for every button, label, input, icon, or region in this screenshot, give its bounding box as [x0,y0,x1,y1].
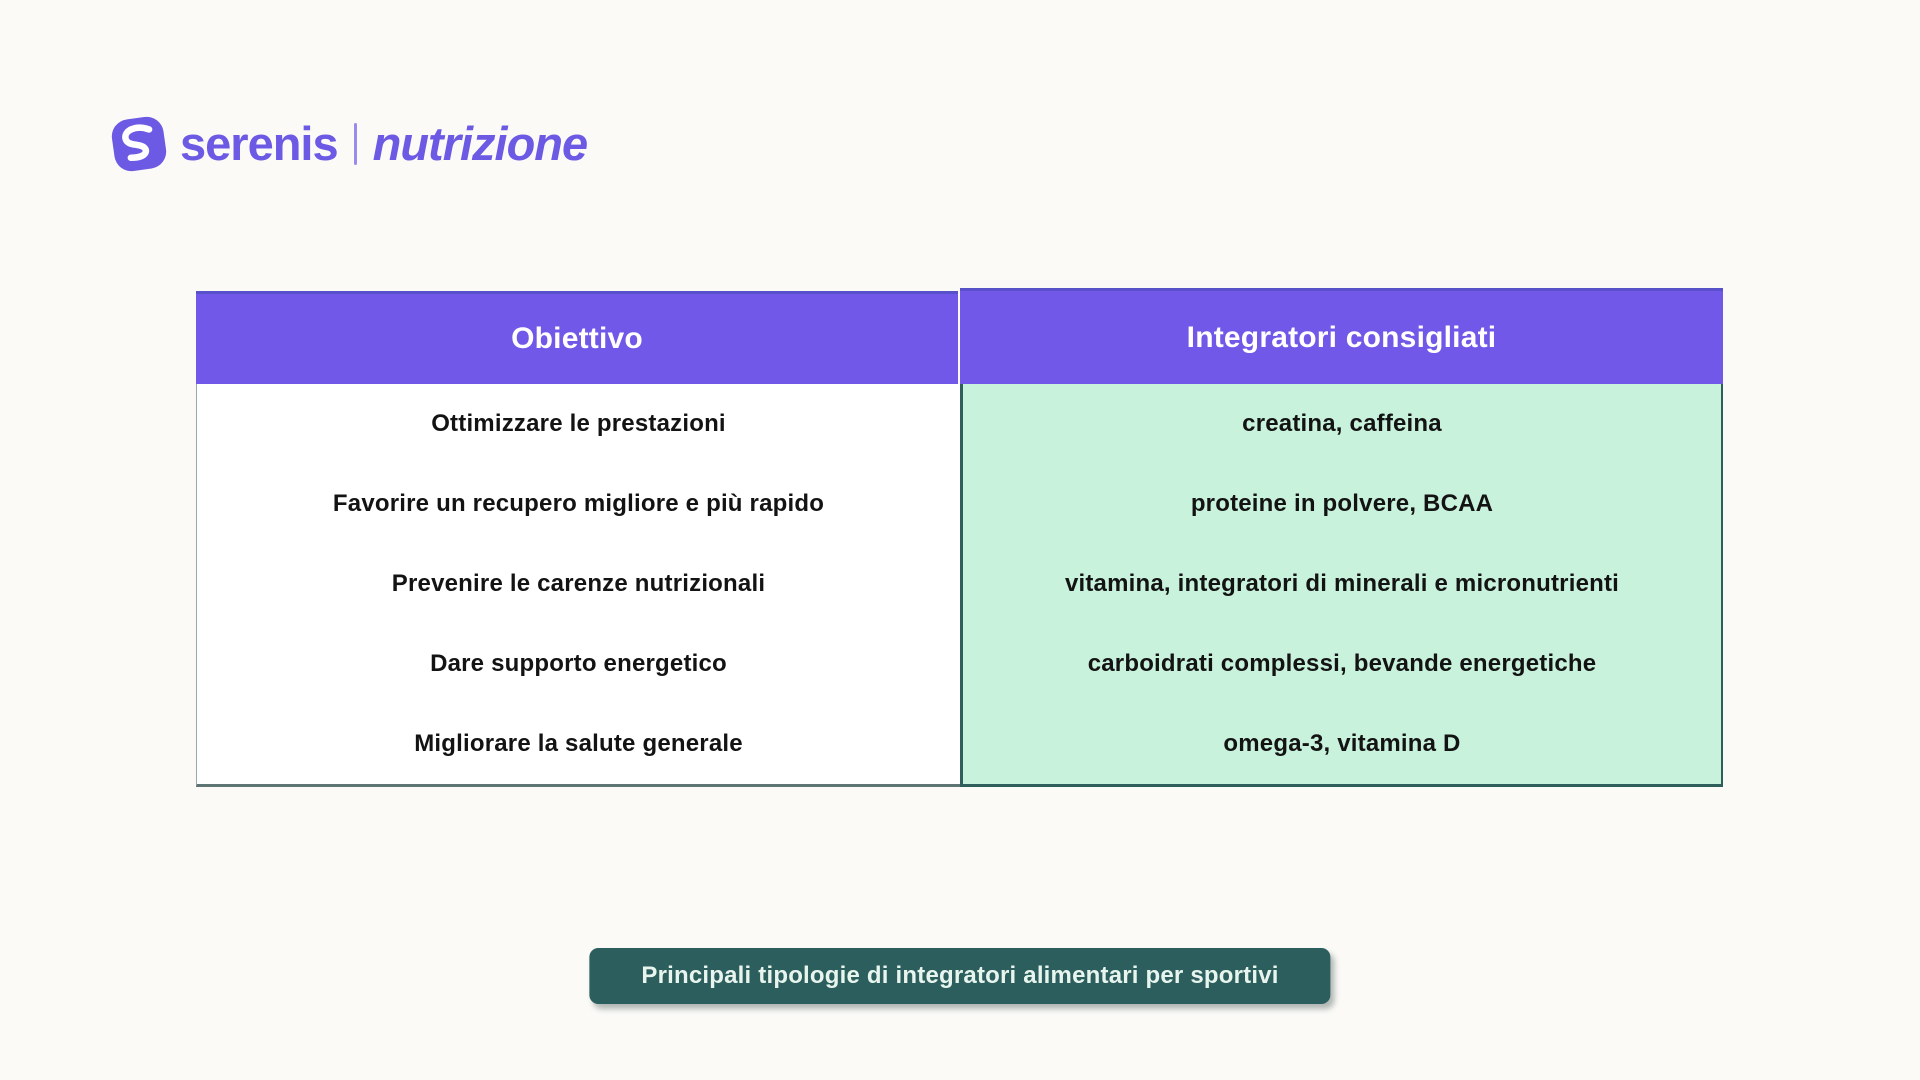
obiettivo-body: Ottimizzare le prestazioni Favorire un r… [196,384,960,787]
serenis-s-icon [111,116,167,171]
table-cell: vitamina, integratori di minerali e micr… [1064,570,1620,597]
table-cell: carboidrati complessi, bevande energetic… [1087,650,1597,677]
caption-badge: Principali tipologie di integratori alim… [589,948,1331,1004]
logo-divider [353,122,357,165]
table-cell: Dare supporto energetico [430,650,727,677]
logo: serenis nutrizione [111,116,589,171]
header-integratori: Integratori consigliati [960,288,1723,384]
table-cell: Ottimizzare le prestazioni [431,410,726,437]
header-obiettivo: Obiettivo [196,291,958,384]
table-cell: Favorire un recupero migliore e più rapi… [332,490,825,517]
table-cell: proteine in polvere, BCAA [1190,490,1494,517]
table-cell: Migliorare la salute generale [414,730,743,757]
table-cell: omega-3, vitamina D [1223,730,1461,757]
column-integratori: Integratori consigliati creatina, caffei… [960,288,1723,787]
integratori-body: creatina, caffeina proteine in polvere, … [960,384,1723,787]
supplements-table: Obiettivo Ottimizzare le prestazioni Fav… [196,288,1723,787]
column-obiettivo: Obiettivo Ottimizzare le prestazioni Fav… [196,291,960,787]
table-cell: creatina, caffeina [1242,410,1442,437]
product-name: nutrizione [372,117,589,170]
table-cell: Prevenire le carenze nutrizionali [391,570,766,597]
brand-name: serenis [180,117,339,170]
